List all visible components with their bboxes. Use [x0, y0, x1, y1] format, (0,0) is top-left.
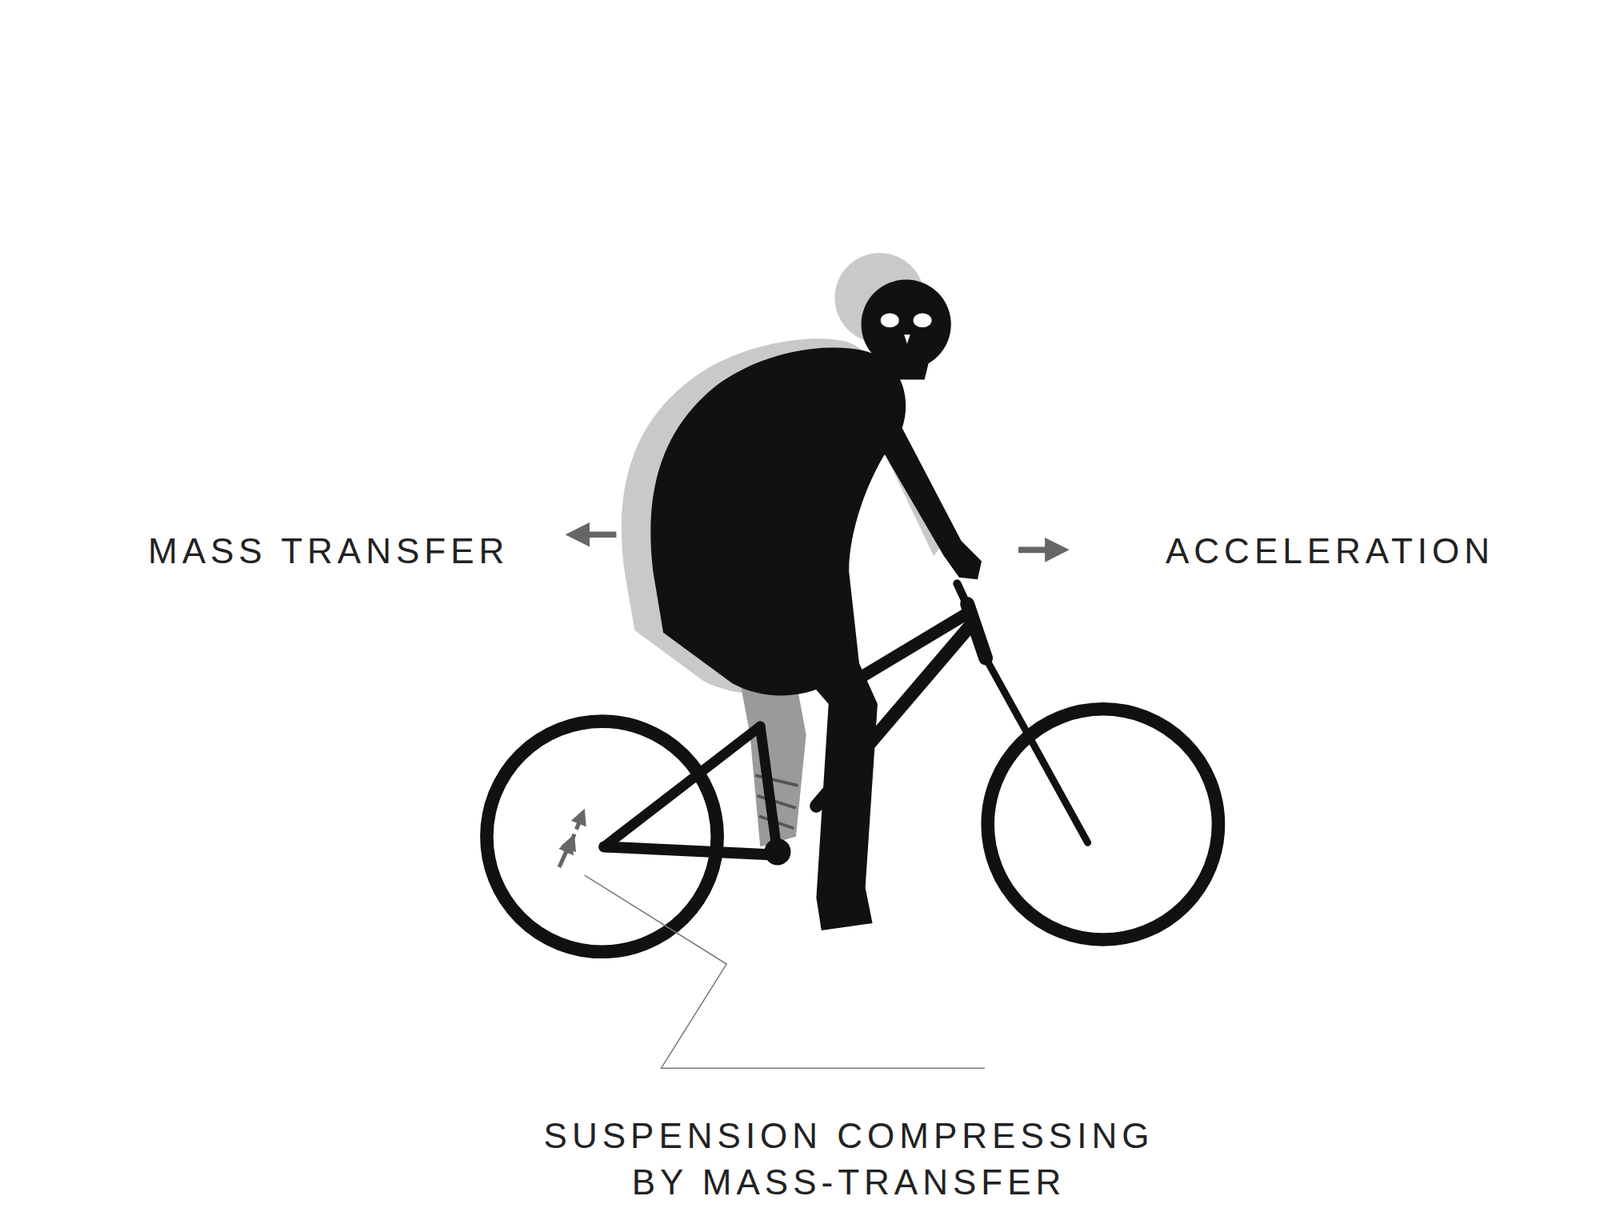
front-wheel — [988, 708, 1219, 940]
skull-face — [880, 313, 932, 344]
force-label: ACCELERATION — [1165, 528, 1495, 575]
leader-line — [584, 875, 985, 1068]
callout-label: SUSPENSION COMPRESSING BY MASS-TRANSFER — [516, 1112, 1181, 1206]
acceleration-arrow — [1018, 547, 1057, 554]
rear-wheel — [486, 721, 717, 952]
crank — [764, 838, 791, 865]
force-label: MASS TRANSFER — [148, 528, 509, 575]
rider — [650, 279, 982, 931]
suspension-arrow — [559, 844, 570, 868]
mass-transfer-arrow — [577, 531, 616, 538]
suspension-arrow — [571, 816, 582, 842]
